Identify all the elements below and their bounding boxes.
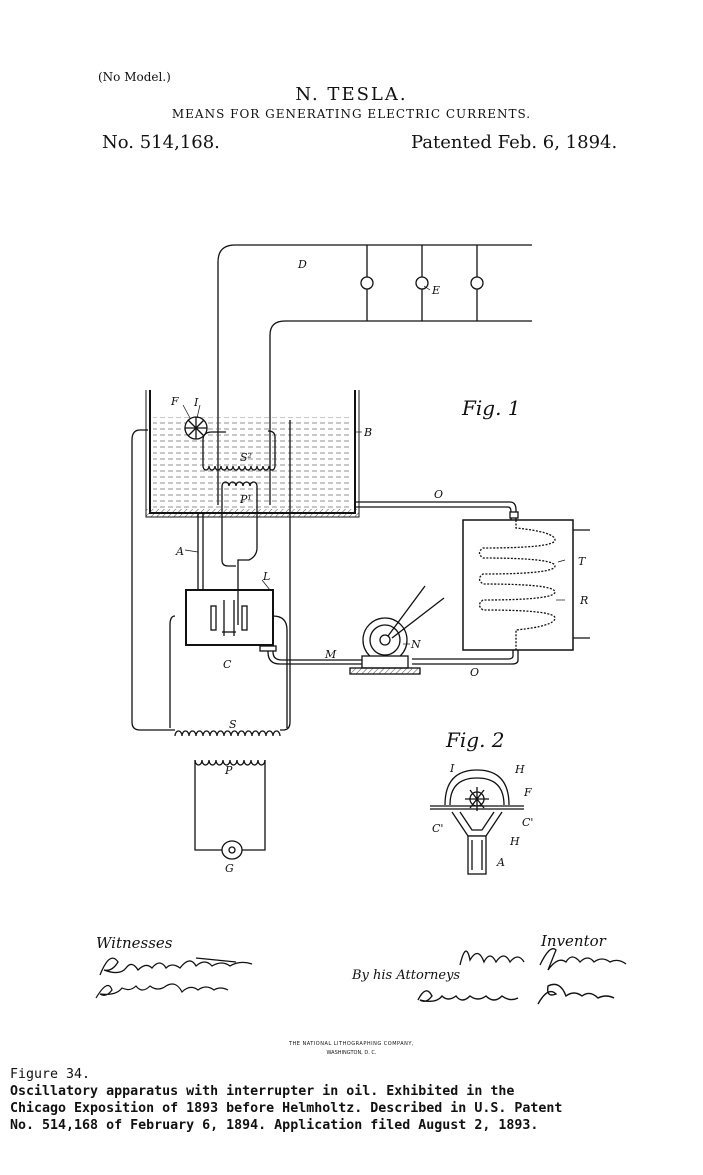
inventor-signature [459,948,627,971]
by-attorneys-label: By his Attorneys [352,968,461,983]
fig2-label-i: I [449,762,455,775]
inventor-label: Inventor [541,932,606,950]
inventor-name: N. TESLA. [295,84,408,105]
pump-n [349,585,445,675]
label-o: O [434,488,443,501]
feed-loop [131,429,175,731]
label-p: P [224,764,233,777]
patent-number: No. 514,168. [102,132,220,153]
fig2-label-h2: H [509,835,520,848]
figure-caption: Figure 34. Oscillatory apparatus with in… [10,1066,700,1134]
conductor-inner [269,320,532,505]
cooler-t [462,519,590,651]
coil-p1 [221,481,258,487]
generator-g [221,840,243,860]
patent-drawing: Fig. 1 Fig. 2 D E F I B S² P¹ O A L T R … [95,244,627,1005]
printer-city: WASHINGTON, D. C. [326,1050,377,1056]
patent-date: Patented Feb. 6, 1894. [411,132,618,153]
patent-title: MEANS FOR GENERATING ELECTRIC CURRENTS. [171,107,532,121]
coil-s [174,730,281,737]
pipe-m [259,645,519,665]
fig2-label-a: A [496,856,505,869]
witness-1-signature [99,957,253,976]
label-s2: S² [240,451,252,464]
attorneys-signature [417,983,615,1005]
label-a: A [175,545,184,558]
fig1-label: Fig. 1 [461,396,521,420]
label-t: T [578,555,587,568]
coil-p [194,759,266,851]
fig2-label-f: F [523,786,532,799]
printer-name: THE NATIONAL LITHOGRAPHING COMPANY, [288,1041,415,1047]
label-c: C [223,658,232,671]
caption-text: Oscillatory apparatus with interrupter i… [10,1084,563,1133]
label-i: I [193,396,199,409]
fig2-detail [430,769,524,875]
pipe-o [355,501,519,520]
caption-figure-number: Figure 34. [10,1067,91,1082]
fig2-label-c2: C' [522,816,533,829]
label-m: M [324,648,337,661]
witnesses-label: Witnesses [96,934,173,952]
label-r: R [579,594,588,607]
interrupter-f [184,416,208,440]
conductor-d [217,244,532,505]
label-o2: O [470,666,479,679]
label-g: G [225,862,234,875]
fig2-label: Fig. 2 [445,728,505,752]
label-n: N [410,638,421,651]
label-l: L [262,570,270,583]
label-d: D [297,258,307,271]
label-f: F [170,395,179,408]
no-model-note: (No Model.) [98,70,171,84]
witness-2-signature [95,983,229,999]
fig2-label-h: H [514,763,525,776]
label-b: B [363,426,372,439]
fig2-label-c1: C' [432,822,443,835]
label-s: S [229,718,237,731]
oil-tank-b [145,390,360,518]
coil-s2 [202,430,276,471]
label-e: E [431,284,440,297]
lamps-e [360,245,484,321]
condenser-box-l [185,589,274,646]
label-p1: P¹ [239,493,252,506]
